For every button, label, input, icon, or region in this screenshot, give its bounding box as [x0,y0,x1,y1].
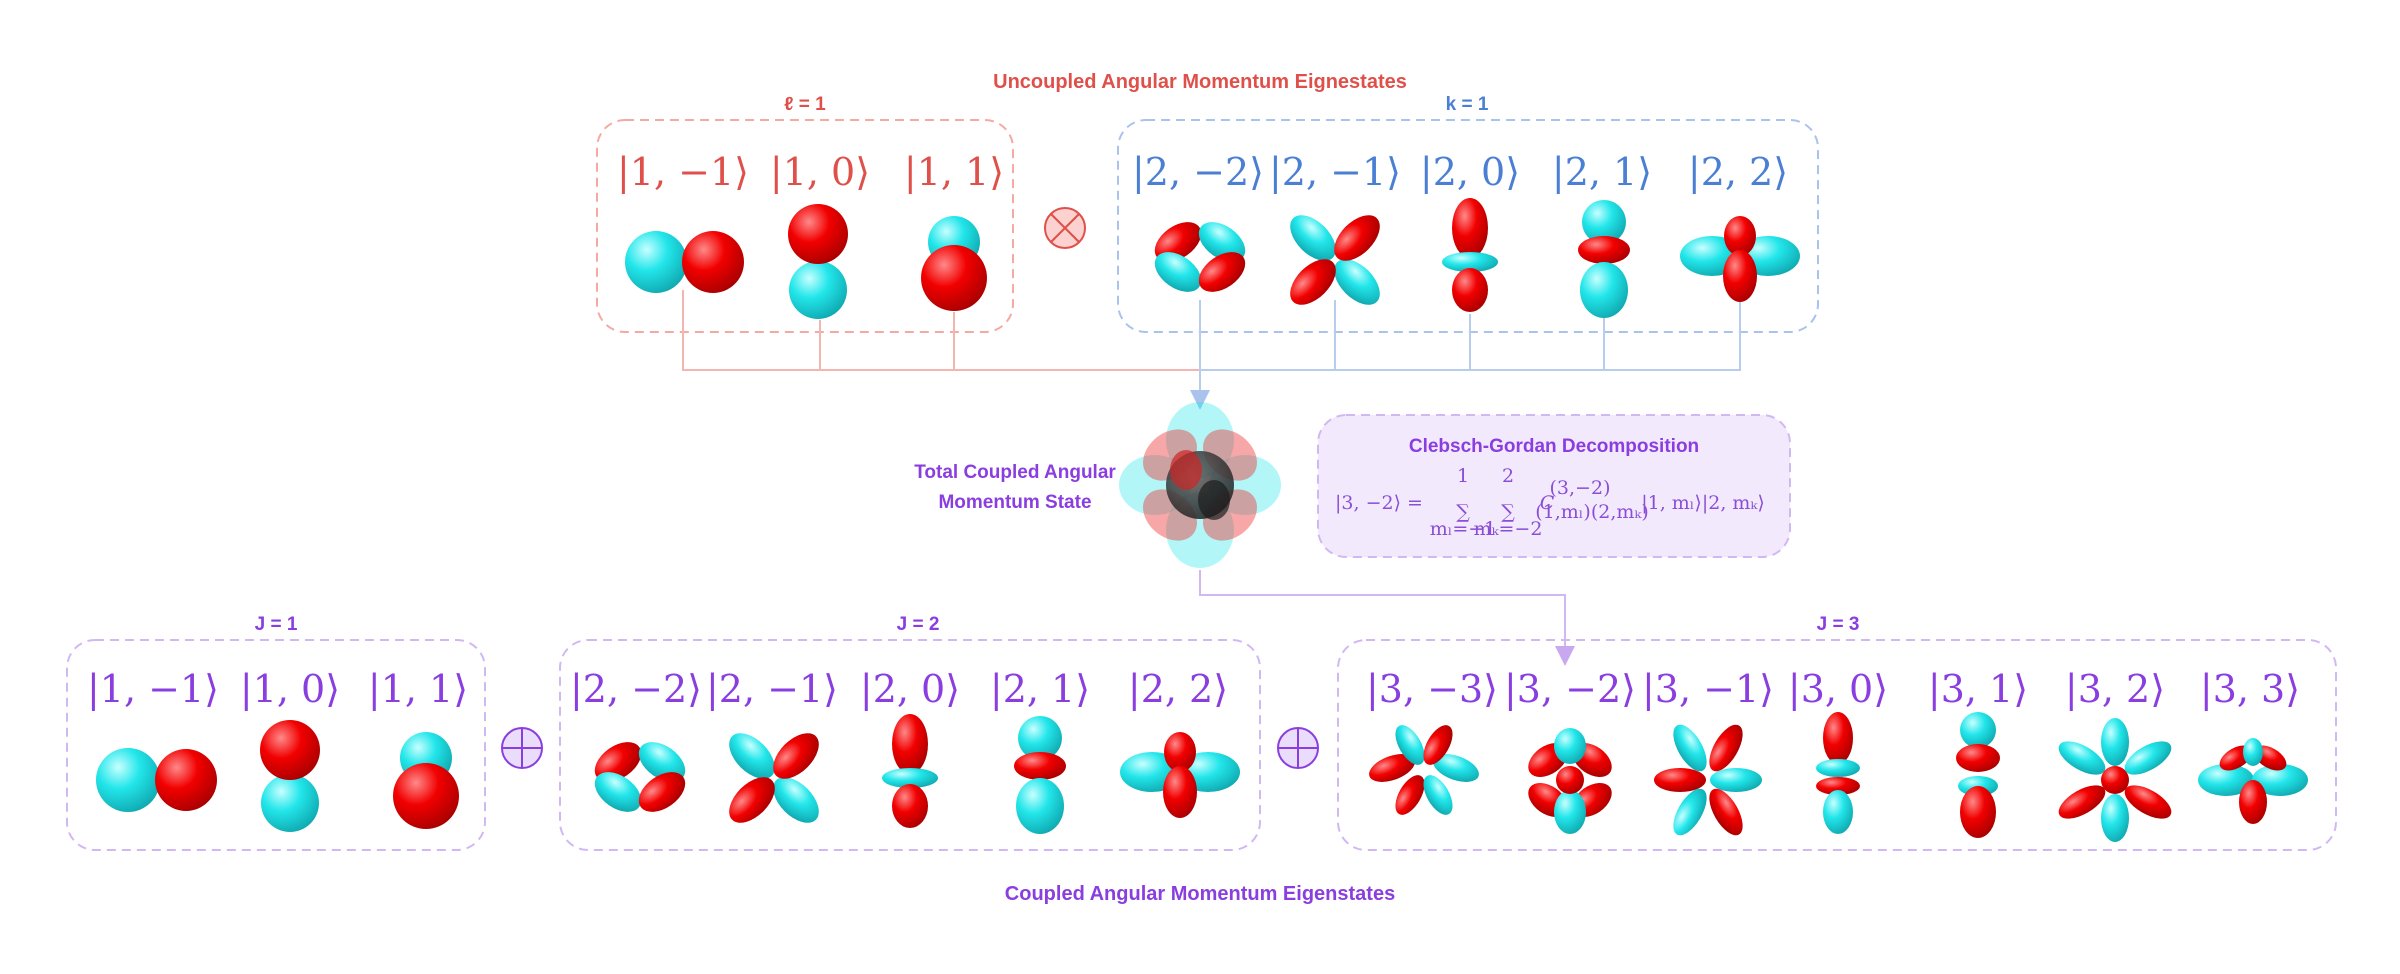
l-connectors [682,290,1200,371]
ket-l-1-0: |1, 0⟩ [770,150,870,194]
orbital-l-1-1 [921,216,987,311]
cg-coef: C [1540,492,1555,514]
orbital-j2-1 [1014,716,1066,834]
cg-sum2-lower: mₖ=−2 [1474,518,1543,540]
orbital-j2-m1 [729,733,819,823]
coupled-connector [1199,570,1575,666]
j1-box [66,639,486,851]
cg-formula: |3, −2⟩ = 1 ∑ mₗ=−1 2 ∑ mₖ=−2 C (3,−2) (… [1335,465,1765,540]
ket-l-1-m1: |1, −1⟩ [617,150,749,194]
ket-j3-m1: |3, −1⟩ [1642,667,1774,711]
ket-j1-m1: |1, −1⟩ [87,667,219,711]
l-label: ℓ = 1 [784,94,826,115]
k-state-box [1117,119,1819,333]
orbital-j2-2 [1120,732,1240,818]
orbital-j2-0 [882,714,938,828]
cg-lhs: |3, −2⟩ = [1335,492,1423,514]
ket-j2-m1: |2, −1⟩ [706,667,838,711]
ket-j3-m2: |3, −2⟩ [1504,667,1636,711]
center-label-line1: Total Coupled Angular [914,462,1116,483]
j2-box [559,639,1261,851]
ket-j1-1: |1, 1⟩ [368,667,468,711]
j1-label: J = 1 [255,614,298,635]
cg-sum2-upper: 2 [1502,465,1514,487]
cg-coef-sub: (1,mₗ)(2,mₖ) [1535,501,1648,523]
ket-j3-1: |3, 1⟩ [1928,667,2028,711]
cg-sum2-sigma: ∑ [1501,501,1515,523]
j3-label: J = 3 [1817,614,1860,635]
ket-k-2-1: |2, 1⟩ [1552,150,1652,194]
orbital-j1-1 [393,732,459,829]
ket-j3-2: |3, 2⟩ [2065,667,2165,711]
ket-j1-0: |1, 0⟩ [240,667,340,711]
coupled-title: Coupled Angular Momentum Eigenstates [1005,883,1395,905]
orbital-l-1-0 [788,204,848,319]
coupled-state-orbital [1119,402,1281,568]
orbital-j1-0 [260,720,320,832]
orbital-j3-3 [2198,738,2308,824]
cg-sum1-lower: mₗ=−1 [1430,518,1497,540]
otimes-icon [1044,207,1086,249]
orbital-k-2-m1 [1290,215,1380,305]
ket-j2-m2: |2, −2⟩ [570,667,702,711]
orbital-j3-1 [1956,712,2000,838]
cg-rhs: |1, mₗ⟩|2, mₖ⟩ [1641,492,1765,514]
ket-k-2-0: |2, 0⟩ [1420,150,1520,194]
ket-k-2-2: |2, 2⟩ [1688,150,1788,194]
orbital-l-1-m1 [625,231,744,293]
center-label-line2: Momentum State [938,492,1091,513]
l-state-box [596,119,1014,333]
orbital-j3-m3 [1369,725,1479,815]
k-label: k = 1 [1446,94,1489,115]
j3-box [1337,639,2337,851]
orbital-k-2-1 [1578,200,1630,318]
ket-k-2-m1: |2, −1⟩ [1269,150,1401,194]
j2-label: J = 2 [897,614,940,635]
ket-j3-m3: |3, −3⟩ [1366,667,1498,711]
ket-j2-1: |2, 1⟩ [990,667,1090,711]
ket-j2-2: |2, 2⟩ [1128,667,1228,711]
cg-title: Clebsch-Gordan Decomposition [1409,436,1699,457]
oplus-icon-1 [501,727,543,769]
orbital-j3-m2 [1528,728,1612,834]
ket-j3-3: |3, 3⟩ [2200,667,2300,711]
ket-l-1-1: |1, 1⟩ [904,150,1004,194]
ket-j3-0: |3, 0⟩ [1788,667,1888,711]
orbital-j3-2 [2058,718,2172,842]
cg-box [1317,414,1791,558]
orbital-k-2-0 [1442,198,1498,312]
uncoupled-title: Uncoupled Angular Momentum Eignestates [993,71,1407,93]
orbital-j1-m1 [96,748,217,812]
orbital-k-2-2 [1680,216,1800,302]
ket-k-2-m2: |2, −2⟩ [1132,150,1264,194]
orbital-j3-0 [1816,712,1860,834]
orbital-j3-m1 [1654,724,1762,836]
ket-j2-0: |2, 0⟩ [860,667,960,711]
cg-sum1-sigma: ∑ [1456,501,1470,523]
cg-coef-sup: (3,−2) [1550,477,1611,499]
k-connectors [1190,300,1741,410]
cg-sum1-upper: 1 [1457,465,1469,487]
orbital-j2-m2 [594,742,686,812]
oplus-icon-2 [1277,727,1319,769]
orbital-k-2-m2 [1154,222,1246,292]
